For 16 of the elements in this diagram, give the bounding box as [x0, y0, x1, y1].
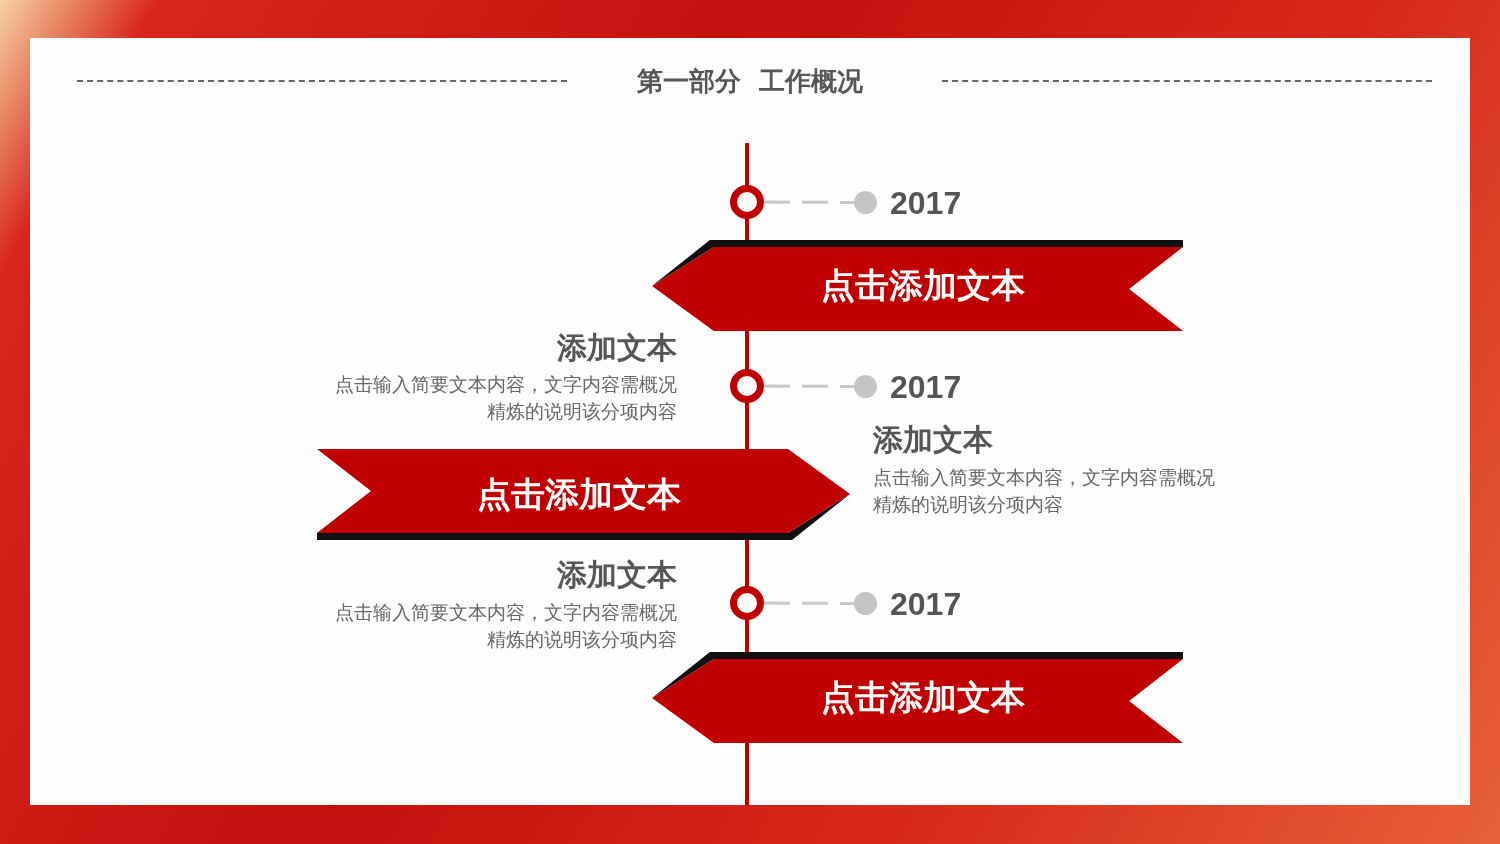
item-heading: 添加文本 — [873, 421, 993, 459]
banner-text: 点击添加文本 — [820, 675, 1025, 719]
item-heading: 添加文本 — [557, 556, 677, 594]
year-text: 2017 — [890, 368, 962, 405]
year-text: 2017 — [890, 184, 962, 221]
item-description: 点击输入简要文本内容，文字内容需概况精炼的说明该分项内容 — [334, 372, 677, 424]
item-description: 点击输入简要文本内容，文字内容需概况精炼的说明该分项内容 — [873, 465, 1216, 517]
dashed-connector — [764, 384, 854, 388]
section-title: 第一部分 工作概况 — [635, 65, 865, 98]
item-description: 点击输入简要文本内容，文字内容需概况精炼的说明该分项内容 — [334, 600, 677, 652]
banner-text: 点击添加文本 — [820, 263, 1025, 307]
year-text: 2017 — [890, 585, 962, 622]
dashed-connector — [764, 200, 854, 204]
dashed-connector — [764, 601, 854, 605]
item-heading: 添加文本 — [557, 329, 677, 367]
banner-text: 点击添加文本 — [476, 472, 682, 516]
